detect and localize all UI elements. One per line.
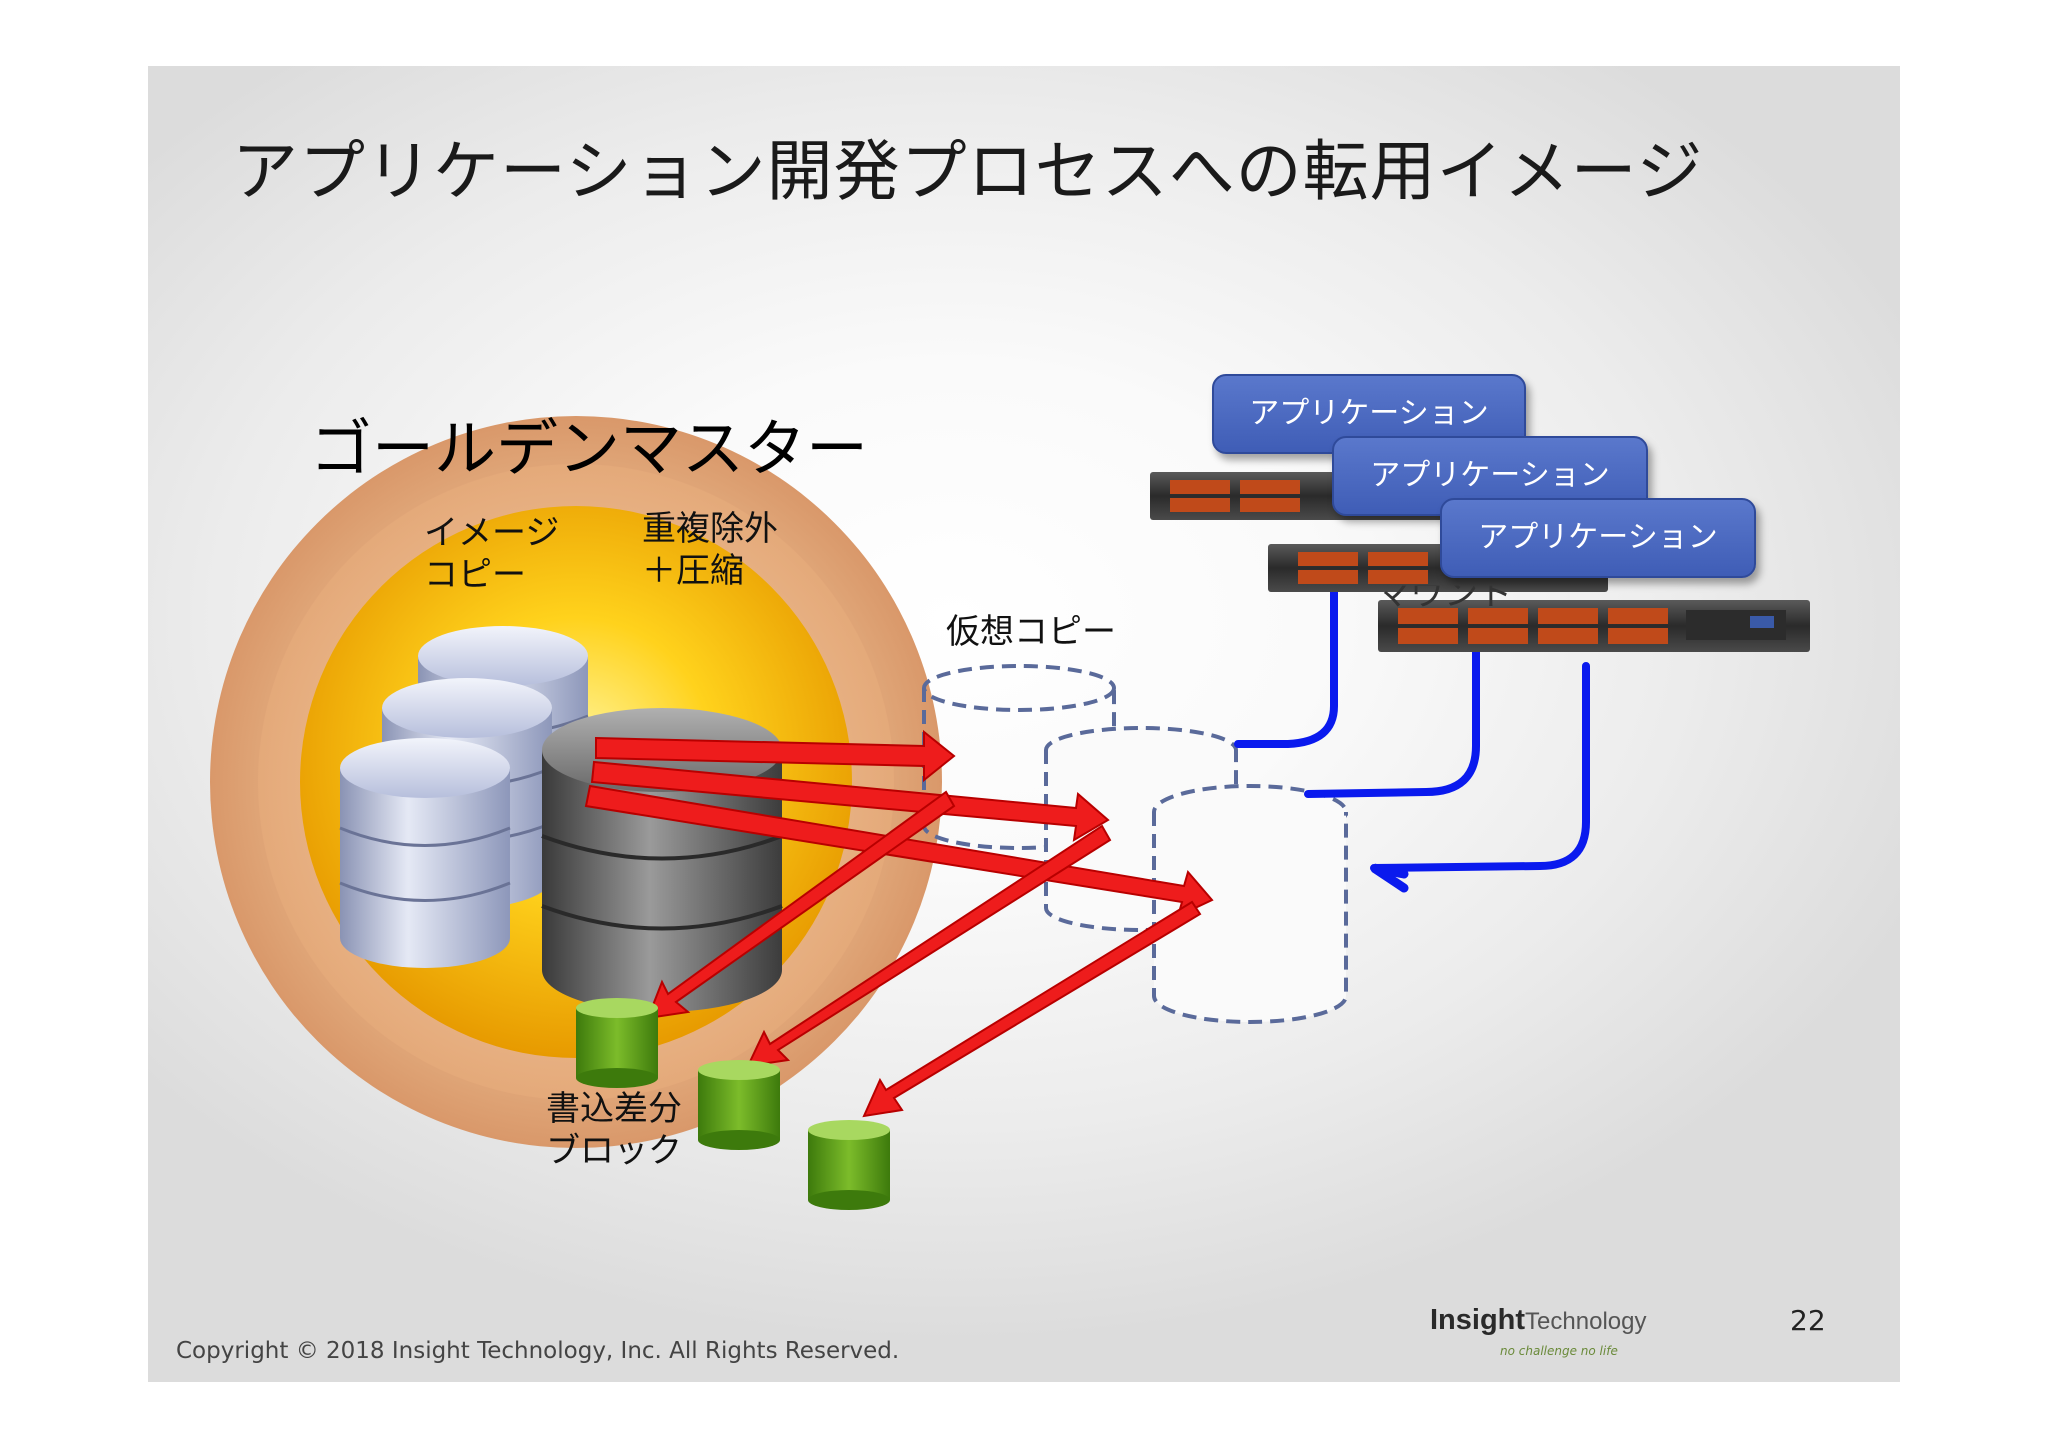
logo-tagline: no challenge no life <box>1500 1344 1618 1358</box>
mount-label: マウント <box>1376 574 1512 614</box>
golden-master-label: ゴールデンマスター <box>310 412 869 485</box>
dedup-label: 重複除外 ＋圧縮 <box>642 508 778 592</box>
process-diagram <box>210 416 1810 1210</box>
mount-lines <box>1234 584 1590 893</box>
page-number: 22 <box>1790 1304 1826 1337</box>
virtual-copy-cylinders <box>922 664 1348 1024</box>
application-box-3: アプリケーション <box>1440 498 1756 578</box>
application-box-2: アプリケーション <box>1332 436 1648 516</box>
image-copy-line-2: コピー <box>424 555 526 595</box>
image-copy-label: イメージ コピー <box>424 512 559 596</box>
dedup-line-1: 重複除外 <box>642 509 778 549</box>
write-diff-line-1: 書込差分 <box>546 1089 682 1129</box>
slide-title: アプリケーション開発プロセスへの転用イメージ <box>232 133 1704 210</box>
virtual-copy-label: 仮想コピー <box>946 612 1116 652</box>
insight-technology-logo: InsightTechnology no challenge no life <box>1430 1304 1660 1382</box>
logo-text: InsightTechnology <box>1430 1304 1647 1336</box>
write-arrows <box>584 729 1214 1118</box>
write-diff-label: 書込差分 ブロック <box>546 1088 682 1172</box>
write-diff-line-2: ブロック <box>546 1131 682 1171</box>
dedup-line-2: ＋圧縮 <box>642 551 744 591</box>
copyright-notice: Copyright © 2018 Insight Technology, Inc… <box>176 1338 900 1364</box>
slide: アプリケーション開発プロセスへの転用イメージ <box>148 66 1900 1382</box>
write-diff-blocks <box>576 998 890 1210</box>
image-copy-line-1: イメージ <box>424 513 560 553</box>
